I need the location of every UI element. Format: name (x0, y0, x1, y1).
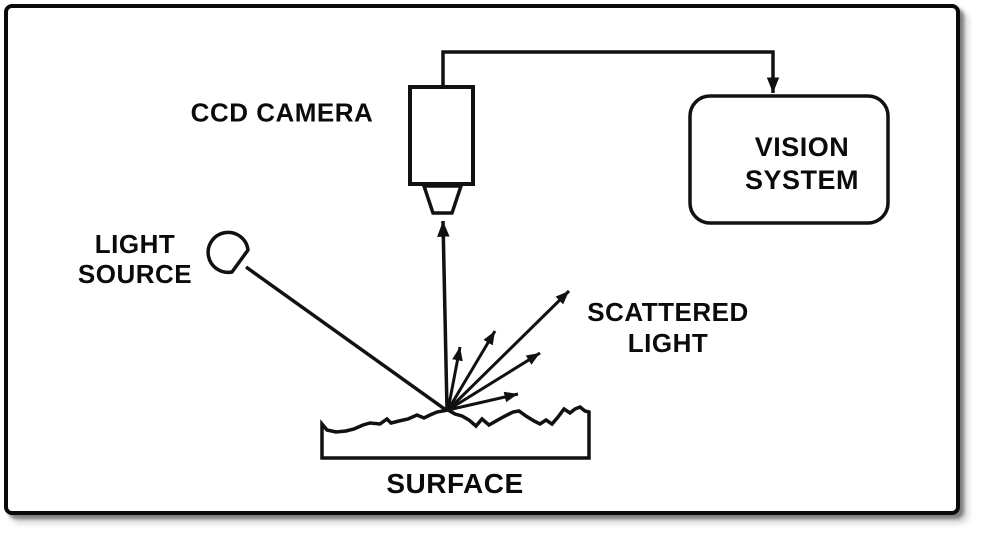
camera-to-vision-wire-arrow (441, 50, 780, 93)
vision-system-label-line2: SYSTEM (744, 165, 860, 195)
ccd-camera-label: CCD CAMERA (190, 97, 374, 128)
vision-system-box (688, 94, 890, 225)
vision-system-label: VISION SYSTEM (745, 131, 859, 197)
surface-label: SURFACE (386, 468, 524, 499)
surface-shape (320, 404, 591, 460)
surface-to-camera-arrow (437, 220, 450, 411)
scattered-light-label: SCATTERED LIGHT (587, 297, 748, 359)
scatter-arrow-5 (447, 391, 519, 412)
scatter-arrow-3 (446, 289, 571, 412)
scattered-light-label-line1: SCATTERED (587, 297, 749, 327)
ccd-camera-body (408, 85, 475, 186)
scatter-arrow-4 (447, 351, 541, 412)
incident-ray (244, 265, 448, 412)
scattered-light-arrows (446, 289, 571, 412)
scatter-arrow-1 (446, 346, 463, 411)
light-source-label-line1: LIGHT (94, 229, 176, 259)
scatter-arrow-2 (446, 330, 497, 411)
light-source-label: LIGHT SOURCE (78, 229, 192, 289)
light-source-label-line2: SOURCE (77, 259, 193, 289)
scattered-light-label-line2: LIGHT (627, 328, 709, 358)
ccd-camera-lens (421, 184, 464, 215)
light-source-shape (206, 230, 250, 275)
vision-system-label-line1: VISION (754, 132, 850, 162)
